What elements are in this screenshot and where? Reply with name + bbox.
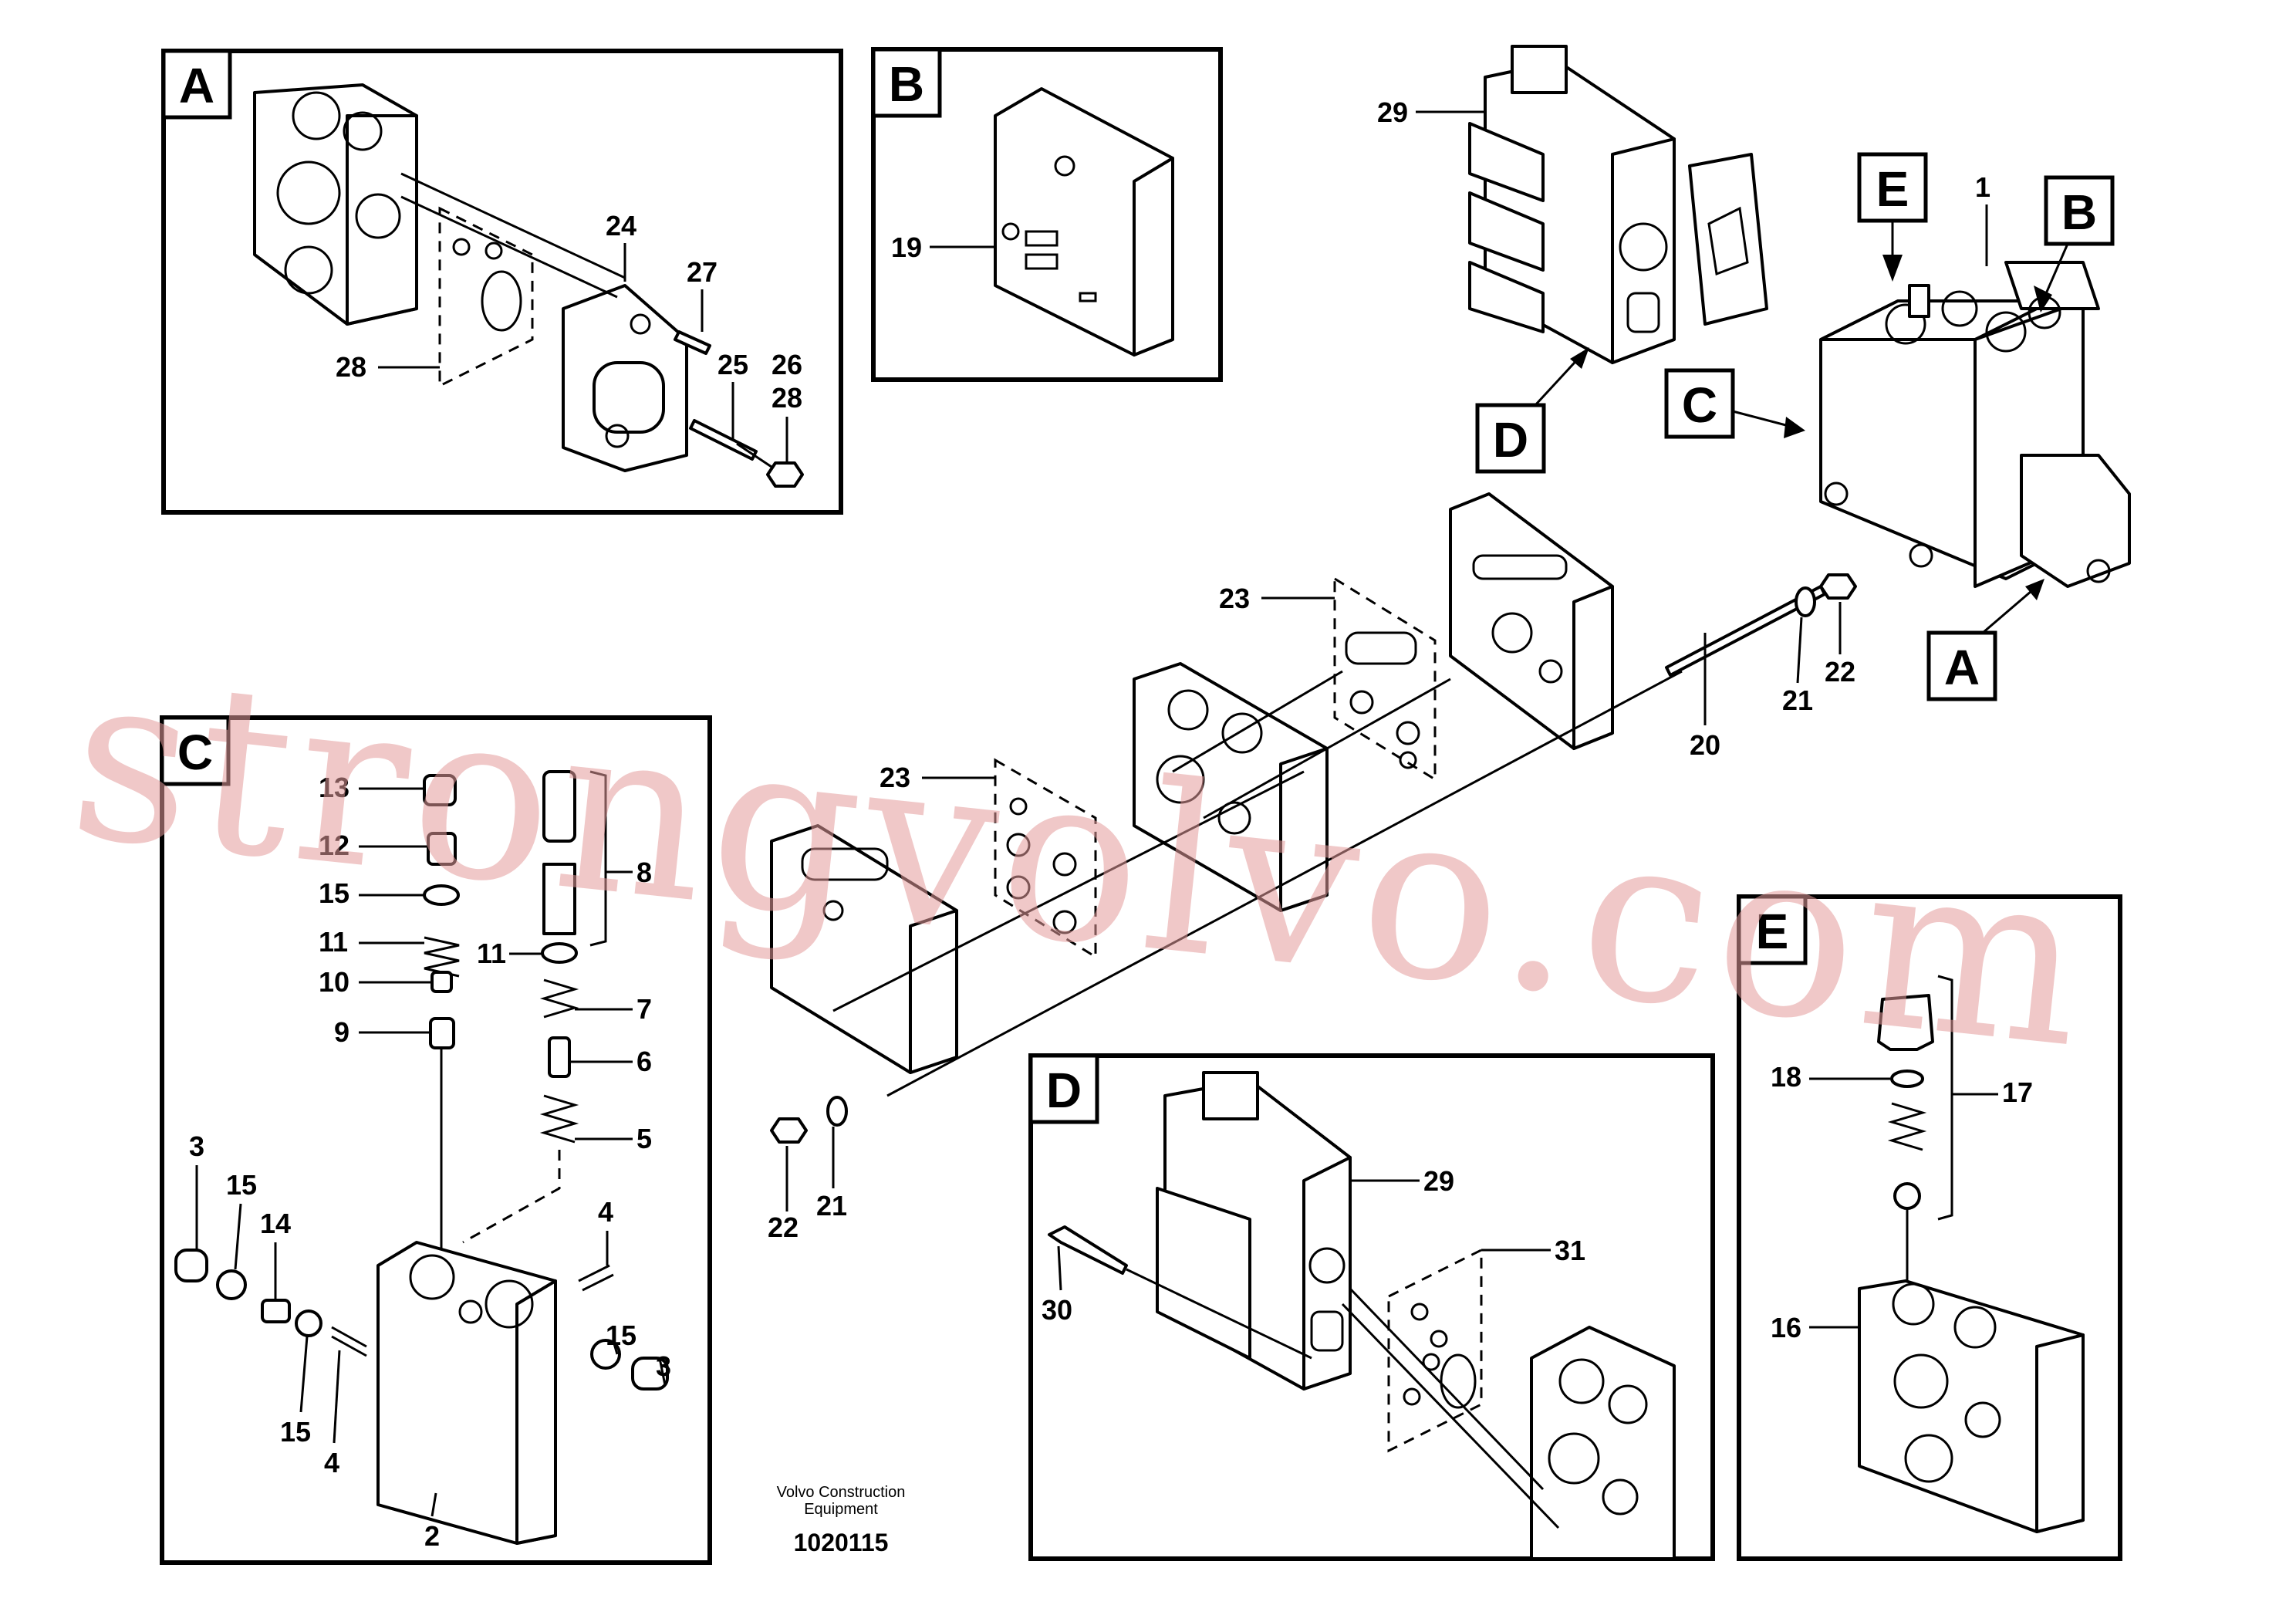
label-23-b: 23: [880, 762, 910, 793]
main-valve-assembly: [1819, 261, 2131, 588]
panel-a-letter: A: [179, 58, 214, 113]
callout-e-letter: E: [1876, 161, 1909, 217]
label-31: 31: [1555, 1235, 1585, 1266]
label-26: 26: [772, 349, 802, 380]
label-4-b: 4: [324, 1447, 339, 1478]
callout-b: B: [2034, 175, 2115, 313]
label-29-b: 29: [1423, 1165, 1454, 1197]
label-2: 2: [424, 1520, 440, 1552]
label-25: 25: [718, 349, 748, 380]
label-14: 14: [260, 1208, 291, 1239]
panel-a: A: [161, 49, 843, 515]
callout-a-letter: A: [1944, 640, 1980, 695]
label-24: 24: [606, 210, 636, 242]
label-17: 17: [2002, 1076, 2033, 1108]
callout-c-letter: C: [1682, 377, 1717, 433]
label-16: 16: [1771, 1312, 1801, 1343]
panel-e: E: [1737, 894, 2122, 1561]
panel-b: B: [871, 47, 1223, 382]
callout-b-letter: B: [2061, 184, 2097, 240]
callout-e: E: [1857, 152, 1928, 282]
callout-d: D: [1475, 347, 1589, 474]
solenoid-assembly-top: [1468, 45, 1768, 364]
footer-drawing-number: 1020115: [794, 1529, 889, 1556]
label-21-a: 21: [1782, 684, 1813, 716]
label-15-c: 15: [280, 1416, 311, 1448]
label-4-a: 4: [598, 1196, 613, 1228]
panel-d-letter: D: [1046, 1063, 1082, 1118]
panel-c: C: [160, 715, 712, 1565]
callout-a: A: [1926, 579, 2044, 701]
callout-d-letter: D: [1493, 412, 1528, 468]
section-stack: [770, 492, 1857, 1144]
part-labels: 24 27 25 26 28 28 19 29 1 23 23 20 21 22…: [189, 96, 2033, 1552]
label-11-a: 11: [319, 926, 348, 958]
label-22-b: 22: [768, 1211, 799, 1243]
label-28-b: 28: [336, 351, 366, 383]
label-5: 5: [636, 1123, 652, 1154]
label-13: 13: [319, 772, 349, 803]
panel-c-letter: C: [177, 725, 213, 780]
label-15-d: 15: [606, 1320, 636, 1351]
label-15-a: 15: [319, 877, 349, 909]
label-27: 27: [687, 256, 718, 288]
label-3-a: 3: [189, 1130, 204, 1162]
label-15-b: 15: [226, 1169, 257, 1201]
label-11-b: 11: [477, 938, 506, 969]
label-21-b: 21: [816, 1190, 847, 1222]
label-12: 12: [319, 830, 349, 861]
label-6: 6: [636, 1046, 652, 1077]
label-18: 18: [1771, 1061, 1801, 1093]
label-8: 8: [636, 857, 652, 888]
panel-d: D: [1028, 1053, 1715, 1561]
footer-company-line2: Equipment: [804, 1501, 878, 1518]
label-20: 20: [1690, 729, 1720, 761]
label-7: 7: [636, 993, 652, 1025]
footer-company-line1: Volvo Construction: [777, 1484, 906, 1501]
drawing-footer: Volvo Construction Equipment 1020115: [777, 1484, 906, 1556]
label-10: 10: [319, 966, 349, 998]
label-19: 19: [891, 231, 922, 263]
panel-e-letter: E: [1756, 904, 1789, 959]
label-22-a: 22: [1825, 656, 1855, 688]
label-23-a: 23: [1219, 583, 1250, 614]
label-28-a: 28: [772, 382, 802, 414]
label-30: 30: [1042, 1294, 1072, 1326]
label-9: 9: [334, 1016, 349, 1048]
label-29-a: 29: [1377, 96, 1408, 128]
panel-b-letter: B: [889, 56, 924, 112]
callout-c: C: [1664, 368, 1805, 439]
label-1: 1: [1975, 171, 1990, 203]
